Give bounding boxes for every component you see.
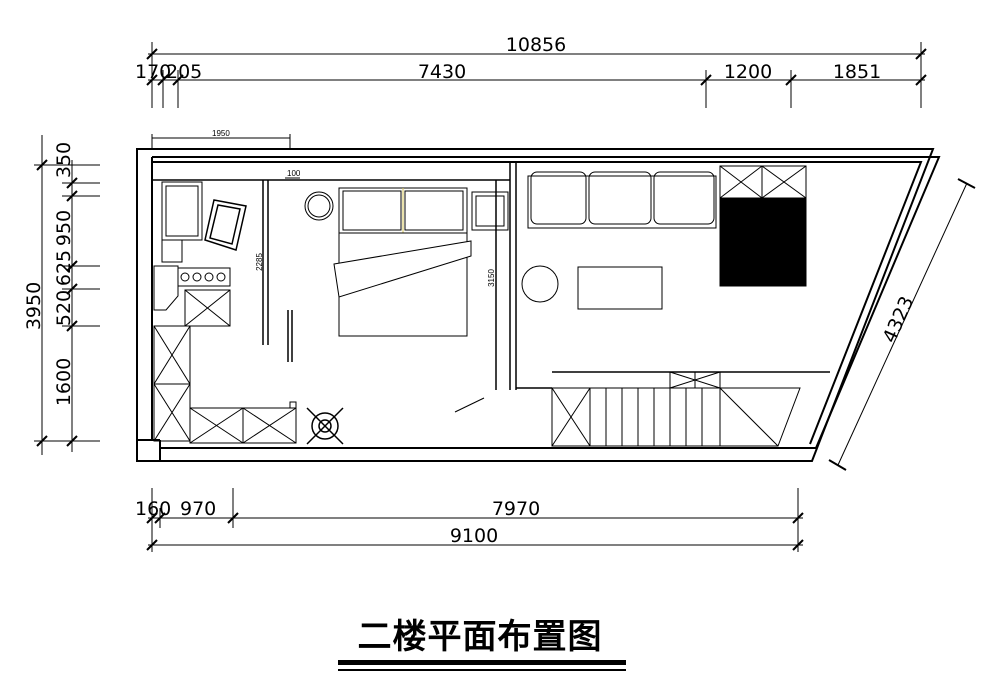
dim-bottom-seg-main: 7970 bbox=[492, 498, 540, 520]
dim-top-total: 10856 bbox=[506, 34, 566, 56]
dim-bottom-seg-b: 970 bbox=[180, 498, 216, 520]
floor-drain-symbol bbox=[306, 407, 344, 445]
title-underline-thin bbox=[338, 669, 626, 671]
dim-top-seg-b: 205 bbox=[166, 61, 202, 83]
title-underline-thick bbox=[338, 660, 626, 665]
living-room-furniture bbox=[521, 165, 807, 310]
dim-inner-small: 100 bbox=[287, 169, 301, 178]
bedroom-furniture bbox=[304, 187, 509, 337]
dim-top-seg-end: 1851 bbox=[833, 61, 881, 83]
dim-bottom-seg-a: 160 bbox=[135, 498, 171, 520]
dim-left-seg-d: 520 bbox=[53, 290, 75, 326]
dim-left-total: 3950 bbox=[23, 282, 45, 330]
dim-wardrobe-len: 2285 bbox=[255, 253, 264, 271]
dim-left-seg-c: 625 bbox=[53, 250, 75, 286]
bottom-dimension-lines bbox=[146, 488, 804, 552]
armchair bbox=[204, 199, 247, 251]
plan-title: 二楼平面布置图 bbox=[357, 617, 603, 657]
dim-top-seg-a: 170 bbox=[135, 61, 171, 83]
dim-left-seg-e: 1600 bbox=[53, 358, 75, 406]
door-swing bbox=[151, 134, 485, 413]
kitchen-cabinets bbox=[153, 181, 297, 444]
dim-top-seg-door: 1200 bbox=[724, 61, 772, 83]
dim-wall-len: 3150 bbox=[487, 269, 496, 287]
staircase bbox=[551, 371, 801, 447]
top-dimension-lines bbox=[146, 42, 927, 108]
dim-left-seg-a: 350 bbox=[53, 142, 75, 178]
dim-left-seg-b: 950 bbox=[53, 210, 75, 246]
exterior-walls bbox=[136, 148, 941, 462]
dim-inner-top: 1950 bbox=[212, 129, 230, 138]
dim-bottom-total: 9100 bbox=[450, 525, 498, 547]
left-dimension-lines bbox=[34, 135, 100, 455]
diagonal-dimension-line bbox=[828, 178, 976, 471]
dim-diagonal: 4323 bbox=[879, 293, 919, 346]
dim-top-seg-main: 7430 bbox=[418, 61, 466, 83]
